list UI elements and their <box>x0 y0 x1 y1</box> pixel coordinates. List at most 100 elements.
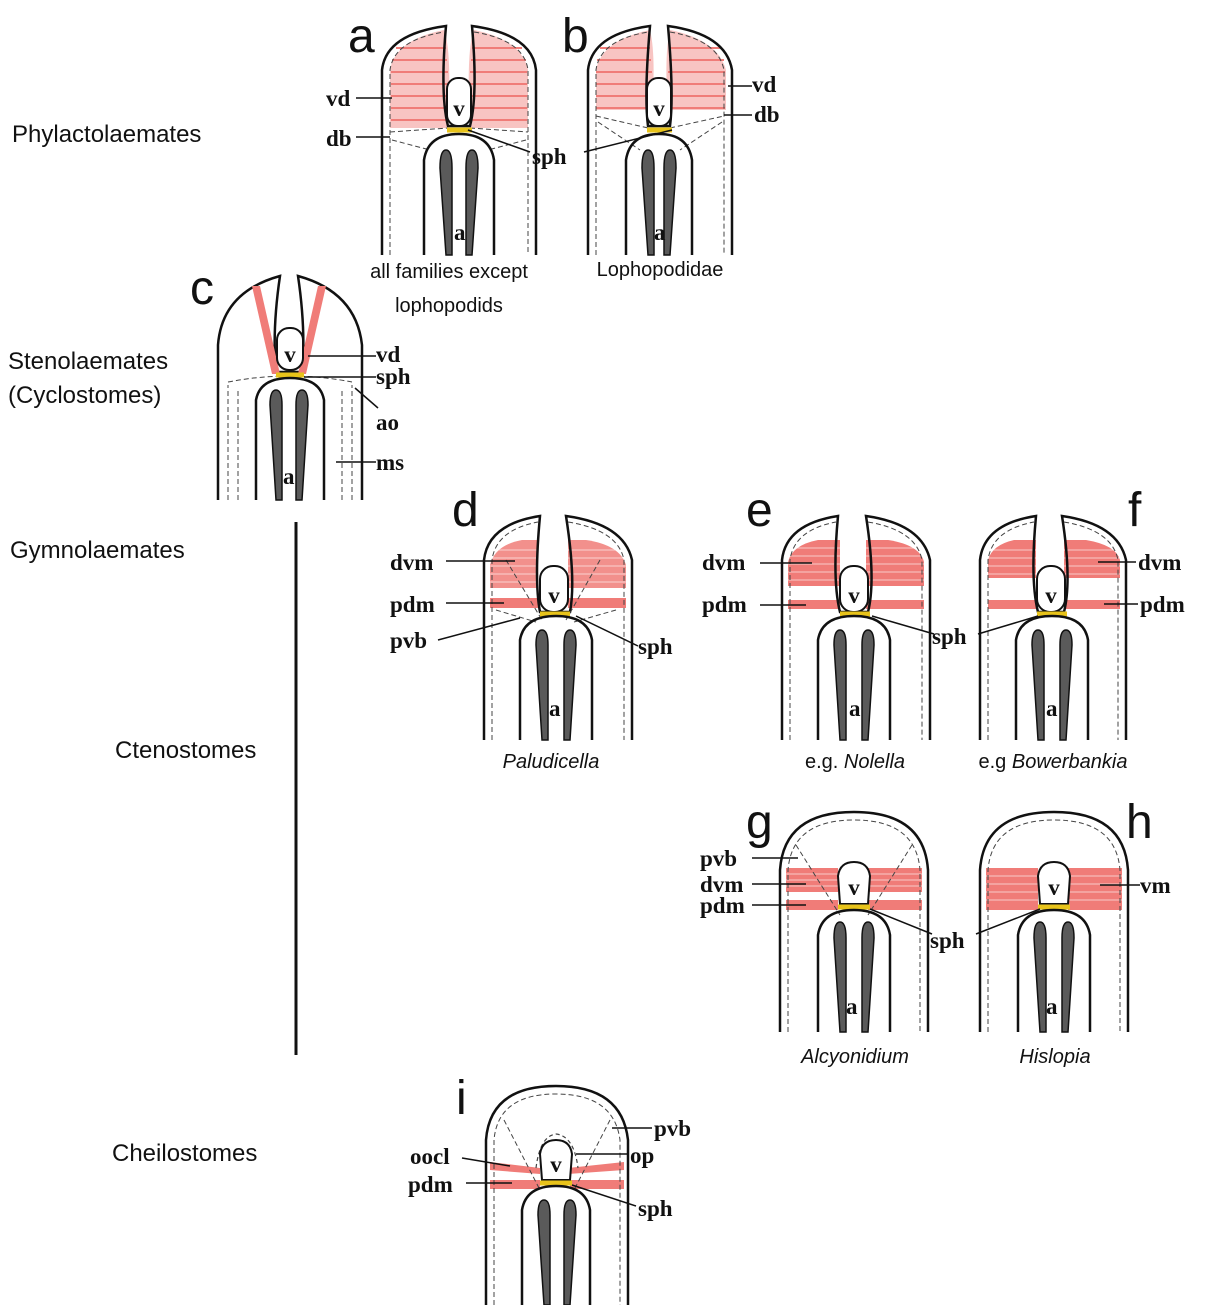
panel-letter-i: i <box>456 1072 467 1125</box>
caption-a: lophopodids <box>395 295 503 317</box>
label-db: db <box>754 102 780 127</box>
tentacle-right <box>664 150 676 255</box>
panel-c <box>218 276 378 500</box>
label-sph: sph <box>638 634 673 659</box>
panel-letter-a: a <box>348 10 375 63</box>
label-sph: sph <box>930 928 965 953</box>
panel-letter-b: b <box>562 10 589 63</box>
panel-e <box>760 516 934 740</box>
panel-i <box>462 1086 652 1305</box>
tentacle-left <box>538 1200 550 1305</box>
tentacle-right <box>296 390 308 500</box>
label-pdm: pdm <box>702 592 747 617</box>
vestibule-label: v <box>848 875 860 900</box>
atrium-label: a <box>1046 994 1058 1019</box>
vestibule-label: v <box>548 583 560 608</box>
tentacle-left <box>536 630 548 740</box>
caption-genus: Nolella <box>844 751 905 773</box>
tentacle-right <box>862 630 874 740</box>
caption-f: e.g Bowerbankia <box>979 751 1128 773</box>
tentacle-left <box>834 630 846 740</box>
panel-letter-d: d <box>452 484 479 537</box>
panel-letter-h: h <box>1126 796 1153 849</box>
label-sph: sph <box>932 624 967 649</box>
muscle-dvm-right <box>1064 540 1120 578</box>
label-pdm: pdm <box>408 1172 453 1197</box>
caption-h: Hislopia <box>1019 1046 1090 1068</box>
caption-e: e.g. Nolella <box>805 751 905 773</box>
panel-letter-f: f <box>1128 484 1142 537</box>
vestibule-label: v <box>453 96 465 121</box>
panel-a <box>356 26 536 255</box>
muscle-vm-right <box>1068 868 1122 910</box>
label-oocl: oocl <box>410 1144 450 1169</box>
label-pdm: pdm <box>700 893 745 918</box>
atrium-label: a <box>549 696 561 721</box>
panel-letter-c: c <box>190 262 214 315</box>
inner-dashed <box>494 1094 620 1305</box>
vestibule-label: v <box>1048 875 1060 900</box>
muscle-pdm-left <box>988 600 1036 609</box>
atrium-label: a <box>283 464 295 489</box>
label-vd: vd <box>752 72 777 97</box>
tentacle-right <box>564 630 576 740</box>
vestibule-label: v <box>653 96 665 121</box>
label-pvb: pvb <box>700 846 737 871</box>
caption-b: Lophopodidae <box>597 259 724 281</box>
atrium-label: a <box>454 220 466 245</box>
muscle-vm-left <box>986 868 1038 910</box>
muscle-dvm-right <box>866 540 924 586</box>
label-sph: sph <box>376 364 411 389</box>
vestibule-label: v <box>1045 583 1057 608</box>
panel-g <box>752 812 932 1032</box>
tentacle-sheath <box>818 616 890 740</box>
tentacle-sheath <box>522 1186 590 1305</box>
panel-f <box>978 516 1138 740</box>
tentacle-right <box>1062 922 1074 1032</box>
label-vd: vd <box>326 86 351 111</box>
muscle-pdm-left <box>490 1180 540 1189</box>
vestibule-label: v <box>284 342 296 367</box>
label-sph: sph <box>532 144 567 169</box>
label-db: db <box>326 126 352 151</box>
muscle-oocl-right <box>568 1162 624 1174</box>
tentacle-right <box>1060 630 1072 740</box>
tentacle-left <box>1032 630 1044 740</box>
label-dvm: dvm <box>390 550 433 575</box>
panel-d <box>438 516 638 740</box>
panel-letter-g: g <box>746 796 773 849</box>
label-op: op <box>630 1143 654 1168</box>
atrium-label: a <box>654 220 666 245</box>
label-sph: sph <box>638 1196 673 1221</box>
caption-prefix: e.g. <box>805 751 844 773</box>
body-wall <box>486 1086 628 1305</box>
atrium-label: a <box>1046 696 1058 721</box>
muscle-pdm-right <box>866 600 924 609</box>
muscle-dvm-left <box>988 540 1036 578</box>
label-vm: vm <box>1140 873 1171 898</box>
vestibule-label: v <box>550 1152 562 1177</box>
atrium-label: a <box>849 696 861 721</box>
label-pdm: pdm <box>1140 592 1185 617</box>
vestibule-label: v <box>848 583 860 608</box>
tentacle-right <box>564 1200 576 1305</box>
label-dvm: dvm <box>1138 550 1181 575</box>
tentacle-sheath <box>1016 616 1088 740</box>
tentacle-right <box>466 150 478 255</box>
tentacle-right <box>862 922 874 1032</box>
label-pdm: pdm <box>390 592 435 617</box>
panel-h <box>976 812 1140 1032</box>
panel-b <box>584 26 752 255</box>
label-dvm: dvm <box>702 550 745 575</box>
tentacle-left <box>642 150 654 255</box>
atrium-label: a <box>846 994 858 1019</box>
label-pvb: pvb <box>654 1116 691 1141</box>
caption-genus: Bowerbankia <box>1012 751 1128 773</box>
tentacle-sheath <box>520 616 592 740</box>
label-ms: ms <box>376 450 404 475</box>
muscle-pdm-right <box>568 598 626 608</box>
tentacle-left <box>270 390 282 500</box>
caption-a: all families except <box>370 261 528 283</box>
label-pvb: pvb <box>390 628 427 653</box>
